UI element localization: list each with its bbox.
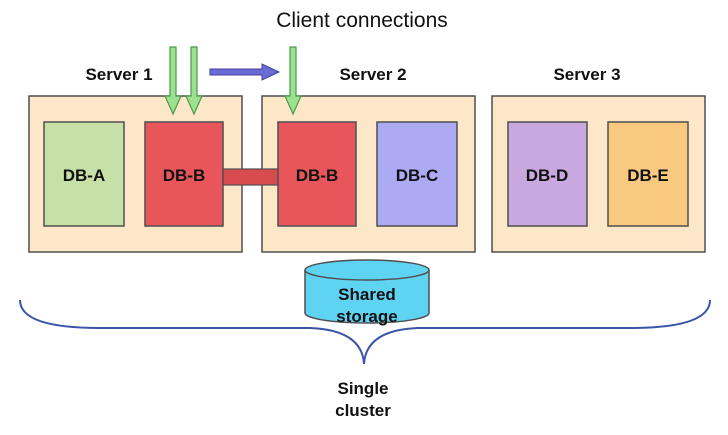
replication-link xyxy=(222,168,282,186)
db-b-label-server-2: DB-B xyxy=(296,166,339,185)
client-arrow-3 xyxy=(284,46,302,116)
client-connections-title: Client connections xyxy=(276,9,448,32)
server-3-label: Server 3 xyxy=(553,65,620,84)
migration-arrow xyxy=(209,63,281,81)
cluster-label-line2: cluster xyxy=(335,401,391,420)
db-c-label: DB-C xyxy=(396,166,439,185)
client-arrow-1 xyxy=(164,46,182,116)
db-c-box xyxy=(376,121,458,227)
db-d-label: DB-D xyxy=(526,166,569,185)
cluster-label-line1: Single xyxy=(337,379,388,398)
db-b-box-server-2 xyxy=(277,121,357,227)
shared-storage-label-line2: storage xyxy=(336,307,397,326)
db-e-label: DB-E xyxy=(627,166,669,185)
db-a-label: DB-A xyxy=(63,166,106,185)
client-arrow-2 xyxy=(185,46,203,116)
cluster-brace xyxy=(19,299,711,365)
server-2-label: Server 2 xyxy=(339,65,406,84)
shared-storage-label-line1: Shared xyxy=(338,285,396,304)
db-b-label-server-1: DB-B xyxy=(163,166,206,185)
db-a-box xyxy=(43,121,125,227)
server-1-label: Server 1 xyxy=(85,65,152,84)
shared-storage-top xyxy=(304,259,430,281)
shared-storage-cylinder xyxy=(304,270,430,324)
db-d-box xyxy=(507,121,588,227)
db-b-box-server-1 xyxy=(144,121,224,227)
db-e-box xyxy=(607,121,689,227)
